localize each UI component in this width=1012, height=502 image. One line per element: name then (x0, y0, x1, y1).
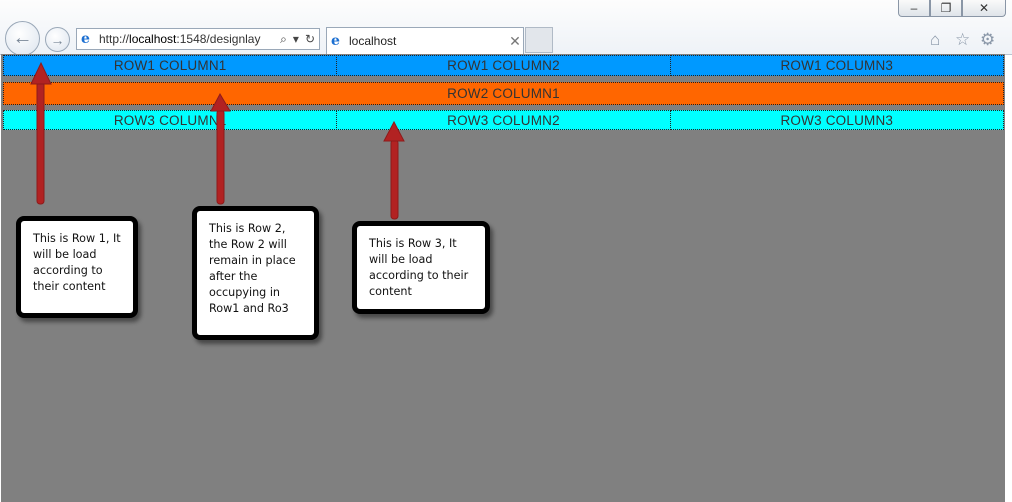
callout-row3-line: will be load (369, 253, 433, 266)
grid-row-1: ROW1 COLUMN1 ROW1 COLUMN2 ROW1 COLUMN3 (3, 55, 1004, 76)
row3-column2: ROW3 COLUMN2 (336, 110, 671, 130)
back-arrow-icon: ← (12, 27, 33, 49)
callout-row2-line: This is Row 2, (209, 222, 286, 235)
address-prefix: http:// (99, 32, 130, 46)
callout-row2-line: the Row 2 will (209, 238, 287, 251)
restore-icon: ❐ (940, 1, 952, 15)
tab-title: localhost (349, 34, 397, 48)
minimize-button[interactable]: – (898, 0, 930, 17)
row1-column1: ROW1 COLUMN1 (3, 55, 338, 76)
tab-localhost[interactable]: e localhost ✕ (326, 27, 524, 54)
row3-column3: ROW3 COLUMN3 (669, 110, 1004, 130)
minimize-icon: – (910, 1, 918, 15)
back-button[interactable]: ← (5, 21, 40, 56)
row1-column2: ROW1 COLUMN2 (336, 55, 671, 76)
search-icon[interactable]: ⌕ (280, 31, 287, 46)
address-host: localhost (129, 32, 177, 46)
callout-row3-line: according to their (369, 269, 469, 282)
callout-row1: This is Row 1, It will be load according… (16, 216, 138, 318)
restore-button[interactable]: ❐ (930, 0, 962, 17)
row1-column3: ROW1 COLUMN3 (669, 55, 1004, 76)
new-tab-button[interactable] (525, 27, 553, 53)
callout-row3-line: This is Row 3, It (369, 237, 457, 250)
favorites-star-icon[interactable]: ☆ (955, 30, 971, 49)
page-content: ROW1 COLUMN1 ROW1 COLUMN2 ROW1 COLUMN3 R… (1, 54, 1005, 502)
ie-tab-icon: e (331, 33, 340, 49)
address-url[interactable]: http://localhost:1548/designlay (99, 32, 276, 46)
callout-row1-line: will be load (33, 248, 97, 261)
ie-logo-icon: e (81, 31, 90, 47)
callout-row2-line: remain in place (209, 254, 296, 267)
address-rest: :1548/designlay (176, 32, 261, 46)
address-bar[interactable]: e http://localhost:1548/designlay ⌕ ▾ ↻ (76, 28, 320, 50)
callout-row2: This is Row 2, the Row 2 will remain in … (192, 206, 319, 340)
window-controls: – ❐ ✕ (898, 0, 1006, 17)
dropdown-arrow-icon[interactable]: ▾ (292, 31, 299, 46)
close-icon: ✕ (978, 1, 990, 15)
arrow-row3 (383, 120, 405, 220)
callout-row3: This is Row 3, It will be load according… (352, 221, 490, 314)
callout-row2-line: after the (209, 270, 258, 283)
forward-arrow-icon: → (50, 31, 65, 48)
browser-chrome: – ❐ ✕ ← → e http://localhost:1548/design… (0, 0, 1012, 56)
home-icon[interactable]: ⌂ (930, 30, 941, 49)
grid-row-2: ROW2 COLUMN1 (3, 82, 1004, 105)
tab-close-icon[interactable]: ✕ (509, 32, 521, 49)
callout-row2-line: Row1 and Ro3 (209, 302, 289, 315)
callout-row3-line: content (369, 285, 412, 298)
callout-row1-line: according to (33, 264, 103, 277)
row3-column1: ROW3 COLUMN1 (3, 110, 338, 130)
close-button[interactable]: ✕ (962, 0, 1006, 17)
callout-row2-line: occupying in (209, 286, 281, 299)
settings-gear-icon[interactable]: ⚙ (980, 30, 996, 49)
callout-row1-line: their content (33, 280, 106, 293)
forward-button[interactable]: → (45, 27, 70, 52)
refresh-icon[interactable]: ↻ (304, 31, 315, 46)
callout-row1-line: This is Row 1, It (33, 232, 121, 245)
row2-column1: ROW2 COLUMN1 (3, 82, 1004, 105)
grid-row-3: ROW3 COLUMN1 ROW3 COLUMN2 ROW3 COLUMN3 (3, 110, 1004, 130)
